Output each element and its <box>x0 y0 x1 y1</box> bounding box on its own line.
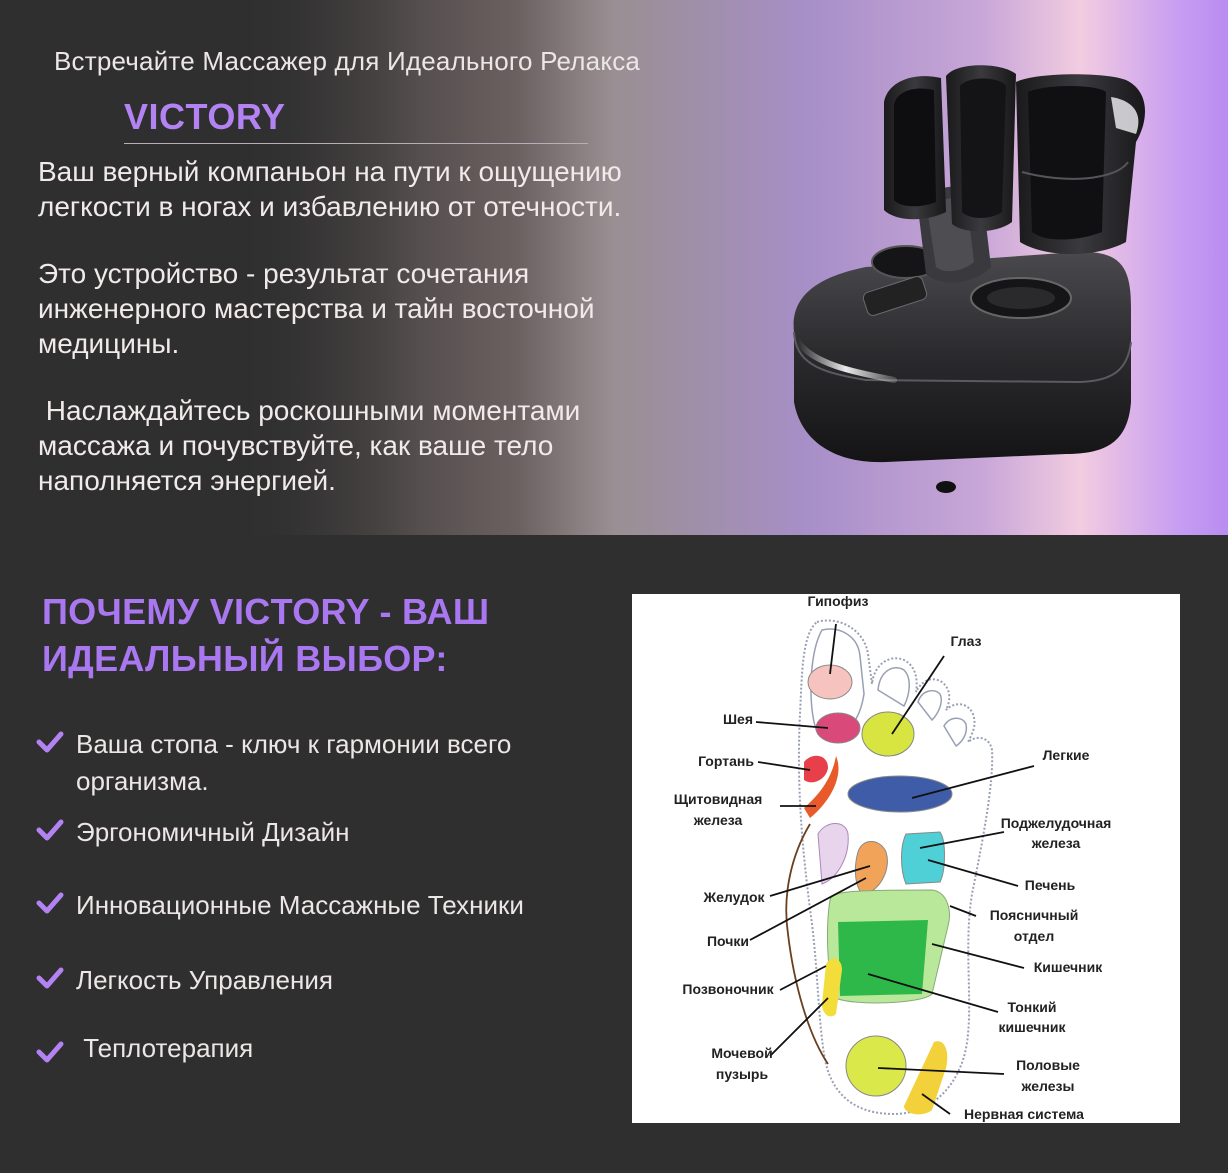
label-nervous-system: Нервная система <box>964 1106 1084 1122</box>
feature-item: Теплотерапия <box>36 1030 253 1067</box>
label-liver: Печень <box>1025 877 1076 893</box>
label-thyroid-line-1: Щитовидная <box>674 791 763 807</box>
feature-text-line-2: организма. <box>76 766 209 796</box>
feature-item: Ваша стопа - ключ к гармонии всего орган… <box>36 726 511 800</box>
hero-shade <box>0 0 420 535</box>
hero-banner: Встречайте Массажер для Идеального Релак… <box>0 0 1228 535</box>
feature-text: Инновационные Массажные Техники <box>76 890 524 920</box>
hero-paragraph-1: Ваш верный компаньон на пути к ощущению … <box>38 154 622 224</box>
hero-paragraph-3-line-2: массажа и почувствуйте, как ваше тело <box>38 430 554 461</box>
label-thyroid-line-2: железа <box>693 812 743 828</box>
hero-paragraph-2-line-2: инженерного мастерства и тайн восточной <box>38 293 595 324</box>
feature-text: Эргономичный Дизайн <box>76 817 350 847</box>
checkmark-icon <box>36 967 64 989</box>
label-stomach: Желудок <box>702 889 765 905</box>
feature-item: Эргономичный Дизайн <box>36 814 349 851</box>
label-larynx: Гортань <box>698 753 754 769</box>
label-lungs: Легкие <box>1043 747 1090 763</box>
feature-item: Легкость Управления <box>36 962 333 999</box>
label-small-intestine-line-2: кишечник <box>999 1019 1067 1035</box>
brand-name: VICTORY <box>124 96 286 137</box>
label-spine: Позвоночник <box>682 981 774 997</box>
label-gonads-line-1: Половые <box>1016 1057 1080 1073</box>
hero-tagline: Встречайте Массажер для Идеального Релак… <box>54 46 641 76</box>
label-bladder-line-2: пузырь <box>716 1066 769 1082</box>
why-heading-line-2: ИДЕАЛЬНЫЙ ВЫБОР: <box>42 638 448 679</box>
checkmark-icon <box>36 819 64 841</box>
hero-paragraph-3: Наслаждайтесь роскошными моментами масса… <box>38 393 580 498</box>
label-lumbar-line-2: отдел <box>1014 928 1054 944</box>
feature-text: Легкость Управления <box>76 965 333 995</box>
feature-item: Инновационные Массажные Техники <box>36 887 524 924</box>
hero-paragraph-3-line-1: Наслаждайтесь роскошными моментами <box>38 395 581 426</box>
label-neck: Шея <box>723 711 753 727</box>
hero-paragraph-2-line-3: медицины. <box>38 328 180 359</box>
hero-paragraph-2-line-1: Это устройство - результат сочетания <box>38 258 530 289</box>
label-bladder-line-1: Мочевой <box>711 1045 772 1061</box>
massager-device-image <box>793 65 1146 493</box>
label-intestine: Кишечник <box>1034 959 1103 975</box>
why-heading-line-1: ПОЧЕМУ VICTORY - ВАШ <box>42 591 490 632</box>
checkmark-icon <box>36 1041 64 1063</box>
checkmark-icon <box>36 731 64 753</box>
hero-paragraph-3-line-3: наполняется энергией. <box>38 465 336 496</box>
hero-paragraph-1-line-2: легкости в ногах и избавлению от отечнос… <box>38 191 622 222</box>
label-small-intestine-line-1: Тонкий <box>1008 999 1057 1015</box>
feature-text: Теплотерапия <box>76 1033 254 1063</box>
checkmark-icon <box>36 892 64 914</box>
label-gonads-line-2: железы <box>1021 1078 1075 1094</box>
label-lumbar-line-1: Поясничный <box>990 907 1079 923</box>
foot-reflexology-chart: Гипофиз Глаз Шея Гортань Легкие Щитовидн… <box>632 594 1180 1123</box>
feature-text-line-1: Ваша стопа - ключ к гармонии всего <box>76 729 512 759</box>
label-kidneys: Почки <box>707 933 749 949</box>
label-pancreas-line-2: железа <box>1031 835 1081 851</box>
label-pituitary: Гипофиз <box>807 594 868 609</box>
hero-paragraph-1-line-1: Ваш верный компаньон на пути к ощущению <box>38 156 622 187</box>
brand-divider <box>124 143 588 144</box>
hero-paragraph-2: Это устройство - результат сочетания инж… <box>38 256 594 361</box>
why-heading: ПОЧЕМУ VICTORY - ВАШ ИДЕАЛЬНЫЙ ВЫБОР: <box>42 588 489 682</box>
label-eye: Глаз <box>950 633 981 649</box>
label-pancreas-line-1: Поджелудочная <box>1001 815 1112 831</box>
feature-text: Ваша стопа - ключ к гармонии всего орган… <box>76 726 511 800</box>
